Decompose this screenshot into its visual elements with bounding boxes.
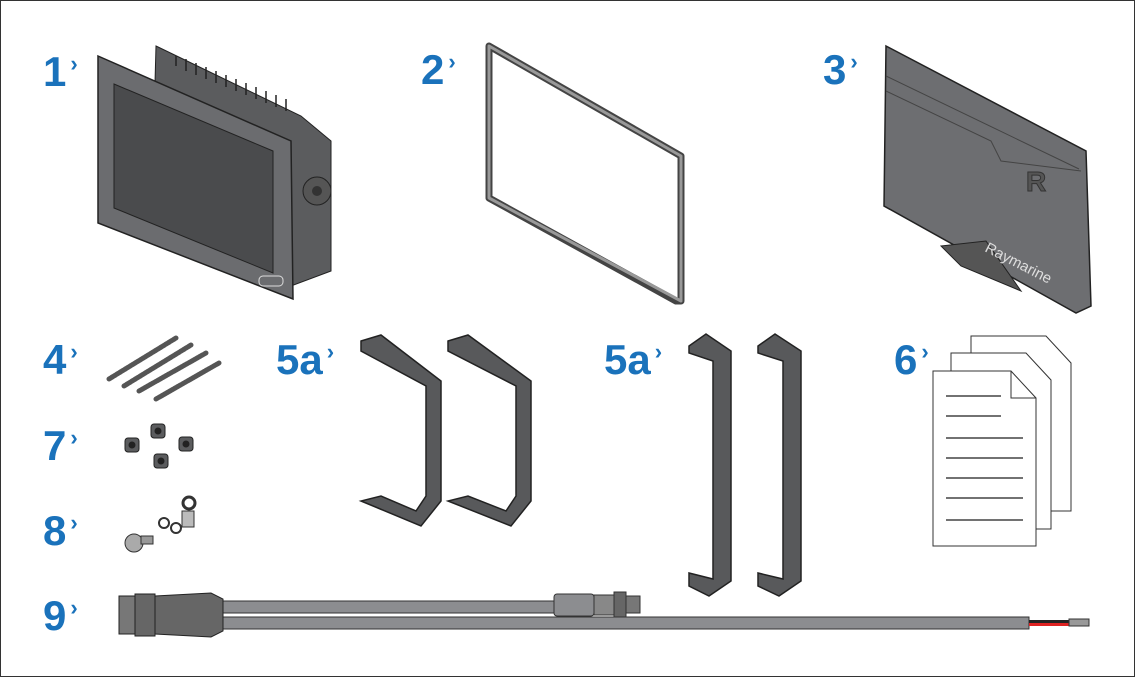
label-number: 6 <box>894 336 918 383</box>
chevron-icon: › <box>326 339 335 364</box>
chevron-icon: › <box>70 595 78 620</box>
thumb-nuts <box>124 423 194 469</box>
label-number: 5a <box>276 336 323 383</box>
label-number: 9 <box>43 592 67 639</box>
part-label-1: 1› <box>43 51 78 93</box>
chevron-icon: › <box>70 425 78 450</box>
documents <box>932 335 1072 547</box>
part-label-4: 4› <box>43 339 78 381</box>
part-label-8: 8› <box>43 510 78 552</box>
label-number: 4 <box>43 336 67 383</box>
part-label-6: 6› <box>894 339 929 381</box>
brackets-horizontal <box>358 334 532 527</box>
threaded-studs <box>106 335 222 402</box>
power-data-cable <box>118 591 1090 638</box>
label-number: 7 <box>43 422 67 469</box>
part-label-5a-left: 5a› <box>276 339 334 381</box>
gasket <box>485 42 685 305</box>
brackets-vertical <box>688 333 802 597</box>
chevron-icon: › <box>70 510 78 535</box>
label-number: 5a <box>604 336 651 383</box>
chevron-icon: › <box>921 339 929 364</box>
chevron-icon: › <box>70 51 78 76</box>
sun-cover: R Raymarine <box>883 44 1092 314</box>
chevron-icon: › <box>654 339 663 364</box>
part-label-2: 2› <box>421 49 456 91</box>
display-unit <box>97 45 332 301</box>
chevron-icon: › <box>448 49 456 74</box>
chevron-icon: › <box>850 49 858 74</box>
label-number: 3 <box>823 46 847 93</box>
part-label-3: 3› <box>823 49 858 91</box>
label-number: 1 <box>43 48 67 95</box>
part-label-5a-right: 5a› <box>604 339 662 381</box>
label-number: 2 <box>421 46 445 93</box>
label-number: 8 <box>43 507 67 554</box>
chevron-icon: › <box>70 339 78 364</box>
part-label-9: 9› <box>43 595 78 637</box>
ground-screw-kit <box>124 495 197 553</box>
svg-text:R: R <box>1026 166 1046 197</box>
part-label-7: 7› <box>43 425 78 467</box>
